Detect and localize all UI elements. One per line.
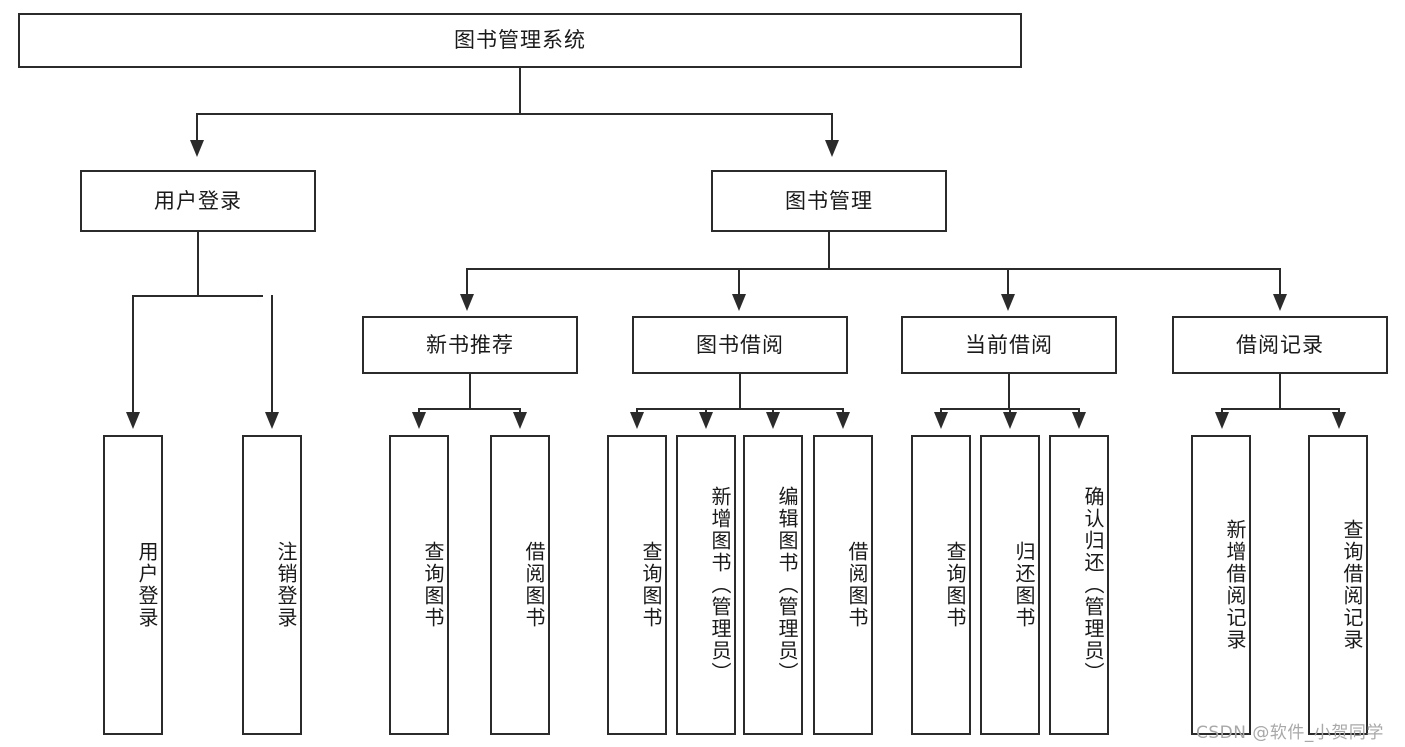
- connector-root-stem: [519, 68, 521, 113]
- connector-root-to-book-manage: [831, 113, 833, 141]
- leaf-new-book-1[interactable]: 借阅图书: [490, 435, 550, 735]
- arrow-user-login-leaf-2: [265, 412, 279, 429]
- leaf-user-login-0-label: 用户登录: [135, 541, 159, 629]
- connector-new-book-stem: [469, 374, 471, 408]
- arrow-current-borrow-leaf-1: [934, 412, 948, 429]
- connector-book-manage-bus: [466, 268, 1281, 270]
- node-book-manage[interactable]: 图书管理: [711, 170, 947, 232]
- leaf-borrow-record-1[interactable]: 查询借阅记录: [1308, 435, 1368, 735]
- connector-book-manage-drop-3: [1007, 268, 1009, 295]
- node-book-borrow-label: 图书借阅: [696, 332, 784, 357]
- leaf-current-borrow-2-label: 确认归还（管理员）: [1081, 486, 1105, 684]
- arrow-book-borrow-leaf-4: [836, 412, 850, 429]
- connector-borrow-record-bus: [1221, 408, 1340, 410]
- arrow-new-book-leaf-1: [412, 412, 426, 429]
- arrow-current-borrow-leaf-2: [1003, 412, 1017, 429]
- leaf-current-borrow-1[interactable]: 归还图书: [980, 435, 1040, 735]
- arrow-book-borrow-leaf-1: [630, 412, 644, 429]
- node-user-login-label: 用户登录: [154, 188, 242, 213]
- connector-current-borrow-drop-3: [1078, 408, 1080, 414]
- node-book-borrow[interactable]: 图书借阅: [632, 316, 848, 374]
- connector-borrow-record-drop-2: [1338, 408, 1340, 414]
- connector-current-borrow-stem: [1008, 374, 1010, 408]
- leaf-book-borrow-0[interactable]: 查询图书: [607, 435, 667, 735]
- arrow-book-manage-to-borrow-record: [1273, 294, 1287, 311]
- leaf-borrow-record-0[interactable]: 新增借阅记录: [1191, 435, 1251, 735]
- leaf-new-book-0-label: 查询图书: [421, 541, 445, 629]
- node-current-borrow[interactable]: 当前借阅: [901, 316, 1117, 374]
- node-borrow-record-label: 借阅记录: [1236, 332, 1324, 357]
- connector-book-borrow-drop-4: [842, 408, 844, 414]
- arrow-book-manage-to-current-borrow: [1001, 294, 1015, 311]
- leaf-book-borrow-2[interactable]: 编辑图书（管理员）: [743, 435, 803, 735]
- arrow-root-to-book-manage: [825, 140, 839, 157]
- connector-new-book-bus: [418, 408, 521, 410]
- csdn-watermark: CSDN @软件_小贺同学: [1196, 723, 1384, 743]
- leaf-current-borrow-2[interactable]: 确认归还（管理员）: [1049, 435, 1109, 735]
- connector-book-borrow-stem: [739, 374, 741, 408]
- connector-user-login-drop-1: [132, 295, 134, 413]
- node-book-manage-label: 图书管理: [785, 188, 873, 213]
- arrow-book-manage-to-new-book: [460, 294, 474, 311]
- leaf-book-borrow-3[interactable]: 借阅图书: [813, 435, 873, 735]
- connector-new-book-drop-1: [418, 408, 420, 414]
- leaf-new-book-1-label: 借阅图书: [522, 541, 546, 629]
- node-user-login[interactable]: 用户登录: [80, 170, 316, 232]
- connector-book-manage-drop-2: [738, 268, 740, 295]
- leaf-current-borrow-1-label: 归还图书: [1012, 541, 1036, 629]
- arrow-book-borrow-leaf-3: [766, 412, 780, 429]
- connector-book-borrow-drop-1: [636, 408, 638, 414]
- leaf-book-borrow-0-label: 查询图书: [639, 541, 663, 629]
- connector-book-manage-stem: [828, 232, 830, 268]
- leaf-book-borrow-1-label: 新增图书（管理员）: [708, 486, 732, 684]
- node-new-book[interactable]: 新书推荐: [362, 316, 578, 374]
- node-root-label: 图书管理系统: [454, 28, 586, 53]
- leaf-borrow-record-0-label: 新增借阅记录: [1223, 519, 1247, 651]
- connector-user-login-drop-2: [271, 295, 273, 413]
- connector-current-borrow-drop-2: [1009, 408, 1011, 414]
- connector-user-login-stem: [197, 232, 199, 295]
- arrow-borrow-record-leaf-2: [1332, 412, 1346, 429]
- leaf-new-book-0[interactable]: 查询图书: [389, 435, 449, 735]
- connector-book-borrow-bus: [636, 408, 844, 410]
- connector-user-login-bus: [132, 295, 263, 297]
- node-root[interactable]: 图书管理系统: [18, 13, 1022, 68]
- leaf-current-borrow-0-label: 查询图书: [943, 541, 967, 629]
- leaf-book-borrow-2-label: 编辑图书（管理员）: [775, 486, 799, 684]
- leaf-borrow-record-1-label: 查询借阅记录: [1340, 519, 1364, 651]
- arrow-new-book-leaf-2: [513, 412, 527, 429]
- connector-new-book-drop-2: [519, 408, 521, 414]
- connector-book-borrow-drop-3: [772, 408, 774, 414]
- arrow-book-borrow-leaf-2: [699, 412, 713, 429]
- connector-root-to-user-login: [196, 113, 198, 141]
- leaf-book-borrow-1[interactable]: 新增图书（管理员）: [676, 435, 736, 735]
- leaf-current-borrow-0[interactable]: 查询图书: [911, 435, 971, 735]
- arrow-borrow-record-leaf-1: [1215, 412, 1229, 429]
- leaf-user-login-1-label: 注销登录: [274, 541, 298, 629]
- arrow-current-borrow-leaf-3: [1072, 412, 1086, 429]
- arrow-user-login-leaf-1: [126, 412, 140, 429]
- leaf-user-login-0[interactable]: 用户登录: [103, 435, 163, 735]
- node-new-book-label: 新书推荐: [426, 332, 514, 357]
- node-borrow-record[interactable]: 借阅记录: [1172, 316, 1388, 374]
- leaf-user-login-1[interactable]: 注销登录: [242, 435, 302, 735]
- arrow-root-to-user-login: [190, 140, 204, 157]
- connector-book-manage-drop-4: [1279, 268, 1281, 295]
- arrow-book-manage-to-book-borrow: [732, 294, 746, 311]
- connector-book-borrow-drop-2: [705, 408, 707, 414]
- connector-book-manage-drop-1: [466, 268, 468, 295]
- connector-current-borrow-drop-1: [940, 408, 942, 414]
- leaf-book-borrow-3-label: 借阅图书: [845, 541, 869, 629]
- node-current-borrow-label: 当前借阅: [965, 332, 1053, 357]
- connector-root-bus: [196, 113, 832, 115]
- connector-borrow-record-drop-1: [1221, 408, 1223, 414]
- connector-borrow-record-stem: [1279, 374, 1281, 408]
